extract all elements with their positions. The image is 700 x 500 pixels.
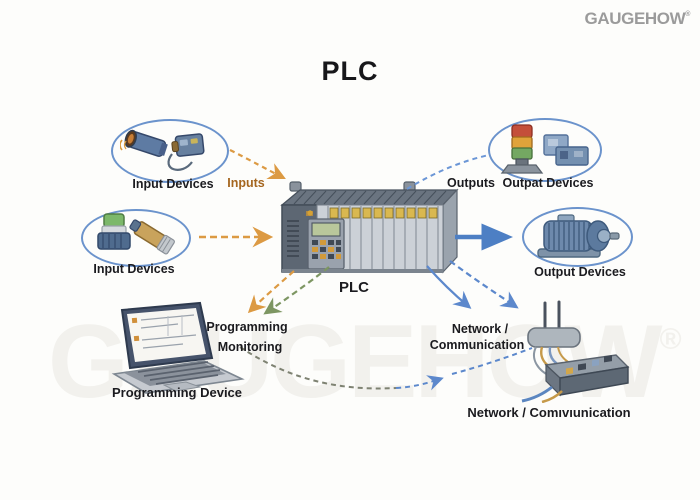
programming-device-label: Programming Device: [111, 385, 243, 400]
registered-mark-icon: ®: [659, 323, 682, 356]
monitoring-label: Monitoring: [217, 340, 283, 354]
input-devices-mid-oval: [81, 209, 191, 267]
stack-light-icon: [500, 124, 589, 174]
output-devices-mid-label: Output Devices: [534, 265, 626, 279]
laptop-icon: [111, 301, 245, 394]
page-title: PLC: [321, 56, 379, 86]
output-devices-top-label: Outpat Devices: [502, 176, 594, 190]
programming-label: Programming: [206, 320, 288, 334]
output-devices-mid-oval: [522, 207, 633, 267]
inputs-label: Inputs: [227, 176, 265, 190]
network-communication-label: Network / Comıvıunication: [467, 405, 631, 420]
input-devices-mid-label: Input Devices: [93, 262, 175, 276]
photoelectric-sensor-icon: [120, 129, 205, 171]
plc-label: PLC: [339, 279, 369, 296]
input-devices-top-oval: [111, 119, 229, 183]
network-label-line2: Communication: [429, 338, 525, 352]
output-devices-top-oval: [488, 118, 602, 182]
outputs-label: Outputs: [447, 176, 495, 190]
electric-motor-icon: [537, 214, 620, 258]
proximity-sensors-icon: [97, 213, 175, 255]
input-devices-top-label: Input Devices: [132, 177, 214, 191]
plc-rack-icon: [280, 181, 459, 274]
registered-mark-icon: ®: [685, 11, 690, 18]
brand-logo: GAUGEHOW®: [584, 9, 691, 28]
network-label-line1: Network /: [451, 322, 509, 336]
router-switch-icon: [521, 300, 630, 403]
